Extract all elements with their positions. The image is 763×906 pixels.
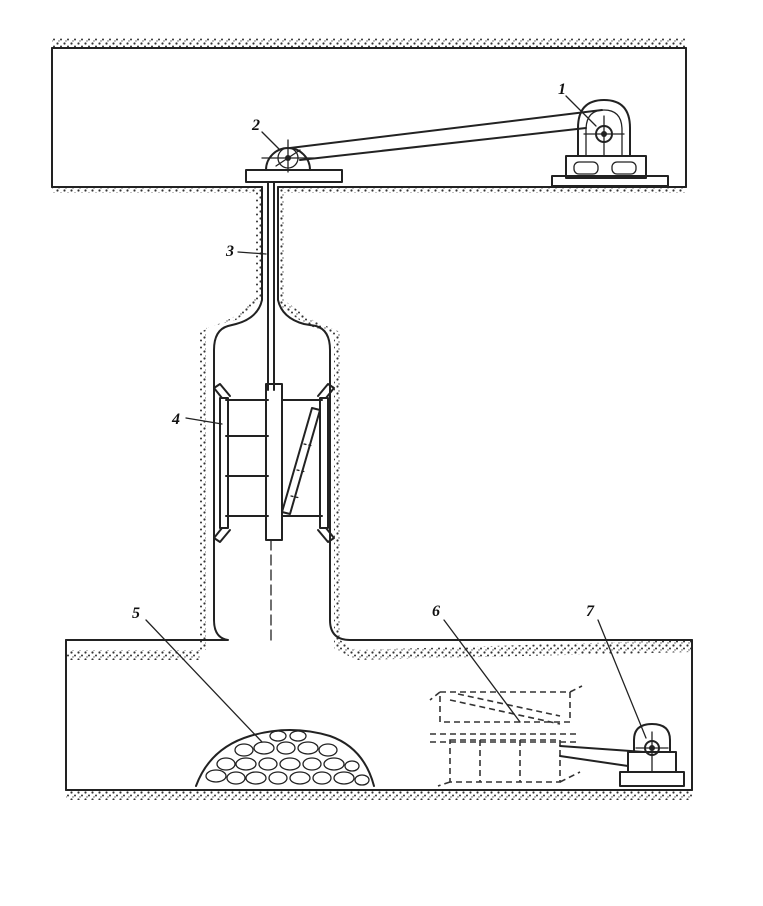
label-7: 7 xyxy=(586,603,595,620)
sheave-2 xyxy=(245,139,343,183)
rope-3 xyxy=(267,181,275,641)
lower-drift xyxy=(65,639,693,791)
label-1: 1 xyxy=(558,81,566,98)
label-5: 5 xyxy=(132,605,140,622)
winch-7 xyxy=(619,723,685,787)
label-2: 2 xyxy=(251,117,260,134)
callout-labels: 1 2 3 4 5 6 7 xyxy=(132,81,595,622)
leader-lines xyxy=(145,95,647,743)
rock-pile-5 xyxy=(195,729,375,787)
winch-1 xyxy=(551,99,669,187)
label-6: 6 xyxy=(432,603,440,620)
hoist-rope-upper xyxy=(289,109,603,161)
shaft xyxy=(65,186,693,641)
cage-4 xyxy=(213,383,335,543)
cage-6 xyxy=(429,685,583,787)
rock-mass xyxy=(52,38,692,800)
upper-drift xyxy=(51,47,687,188)
label-4: 4 xyxy=(171,411,180,428)
label-3: 3 xyxy=(225,243,234,260)
hoist-rope-lower xyxy=(559,745,645,767)
